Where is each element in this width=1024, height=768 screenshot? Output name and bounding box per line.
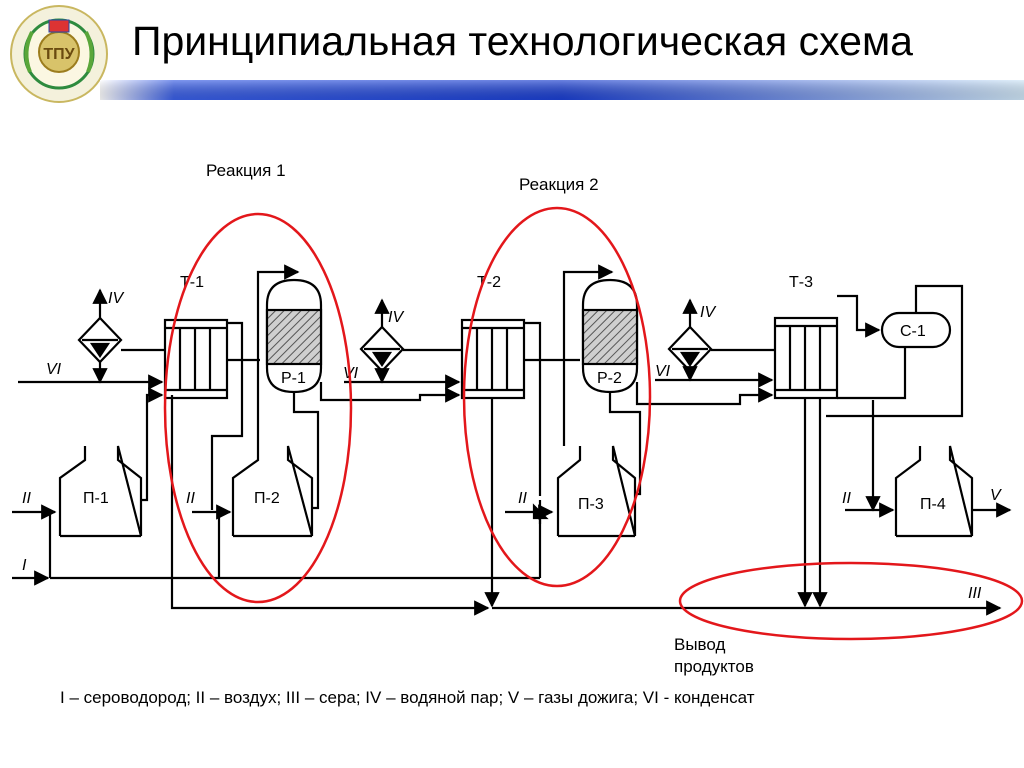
products-output-label: Вывод продуктов <box>674 634 754 678</box>
output-label-line-1: Вывод <box>674 635 726 654</box>
heat-exchanger-t3 <box>773 316 839 400</box>
stream-label-vi-1: VI <box>46 361 62 378</box>
heat-exchanger-t1 <box>163 318 229 400</box>
stream-label-iv-1: IV <box>108 290 124 307</box>
reactor-r2 <box>581 278 639 394</box>
label-c1: С-1 <box>900 323 926 340</box>
stream-label-v: V <box>990 487 1002 504</box>
reactor-r1 <box>265 278 323 394</box>
label-t2: Т-2 <box>477 274 501 291</box>
furnace-p1 <box>58 445 143 537</box>
label-p2: П-2 <box>254 490 280 507</box>
furnace-p4 <box>894 445 974 537</box>
stream-label-ii-4: II <box>842 490 851 507</box>
label-t3: Т-3 <box>789 274 813 291</box>
stream-legend: I – сероводород; II – воздух; III – сера… <box>60 688 755 707</box>
condenser-3 <box>667 325 713 373</box>
label-r1: Р-1 <box>281 370 306 387</box>
header-gradient-bar <box>100 80 1024 100</box>
furnace-p2 <box>231 445 314 537</box>
label-p1: П-1 <box>83 490 109 507</box>
university-logo: ТПУ <box>4 2 114 106</box>
condenser-1 <box>77 316 123 364</box>
label-p3: П-3 <box>578 496 604 513</box>
stream-label-vi-2: VI <box>343 365 359 382</box>
output-label-line-2: продуктов <box>674 657 754 676</box>
stream-label-ii-1: II <box>22 490 31 507</box>
reaction-2-label: Реакция 2 <box>519 175 599 194</box>
stream-label-iv-3: IV <box>700 304 716 321</box>
stream-label-ii-3: II <box>518 490 527 507</box>
stream-label-iv-2: IV <box>388 309 404 326</box>
reaction-1-label: Реакция 1 <box>206 161 286 180</box>
stream-label-vi-3: VI <box>655 363 671 380</box>
logo-monogram: ТПУ <box>43 46 75 63</box>
stream-label-i: I <box>22 557 27 574</box>
heat-exchanger-t2 <box>460 318 526 400</box>
reaction-2-highlight <box>462 206 652 588</box>
furnace-p3 <box>556 445 637 537</box>
label-p4: П-4 <box>920 496 946 513</box>
slide-title: Принципиальная технологическая схема <box>132 18 913 64</box>
reaction-1-highlight <box>163 212 353 604</box>
stream-label-iii: III <box>968 585 982 602</box>
stream-label-ii-2: II <box>186 490 195 507</box>
condenser-2 <box>359 325 405 373</box>
products-output-highlight <box>678 561 1024 641</box>
label-r2: Р-2 <box>597 370 622 387</box>
